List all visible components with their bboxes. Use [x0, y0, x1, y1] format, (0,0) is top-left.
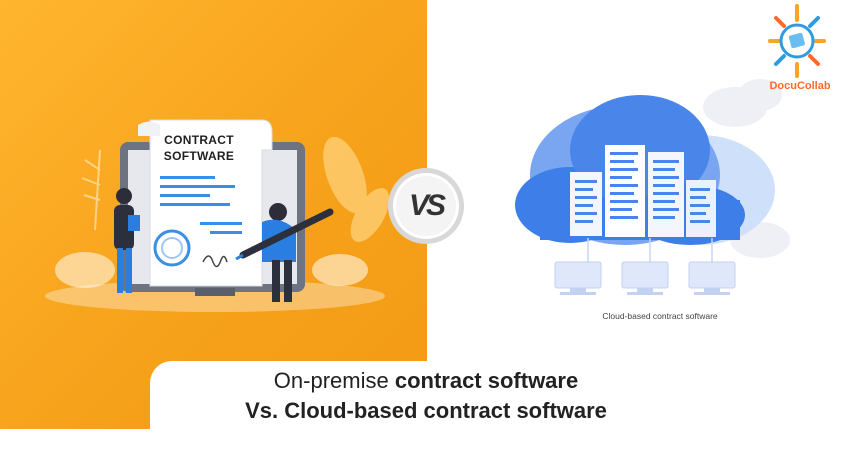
brand-name: DocuCollab: [769, 80, 831, 92]
client-monitor-icon: [688, 261, 736, 295]
person-with-pen-icon: [235, 203, 334, 302]
headline-line1: On-premise contract software: [150, 368, 702, 394]
headline-line1-bold: contract software: [394, 368, 579, 393]
vs-badge: VS: [388, 168, 464, 244]
docucollab-logo-icon: [768, 4, 826, 78]
illustration-scene: [55, 4, 826, 302]
contract-paper-icon: [138, 119, 273, 287]
document-title-line2: SOFTWARE: [163, 149, 235, 163]
document-title-line1: CONTRACT: [164, 133, 234, 147]
headline-line2: Vs. Cloud-based contract software: [245, 398, 607, 423]
cloud-caption: Cloud-based contract software: [602, 311, 718, 321]
contract-document-title: CONTRACT SOFTWARE: [158, 132, 240, 164]
cloud-server-icon: [515, 79, 790, 262]
vs-badge-circle: [388, 168, 464, 244]
vs-label: VS: [408, 189, 446, 222]
person-with-clipboard-icon: [114, 188, 140, 293]
decorative-leaves-icon: [55, 136, 390, 288]
client-monitor-icon: [554, 261, 602, 295]
headline-line1-light: On-premise: [273, 368, 395, 393]
client-monitor-icon: [621, 261, 669, 295]
